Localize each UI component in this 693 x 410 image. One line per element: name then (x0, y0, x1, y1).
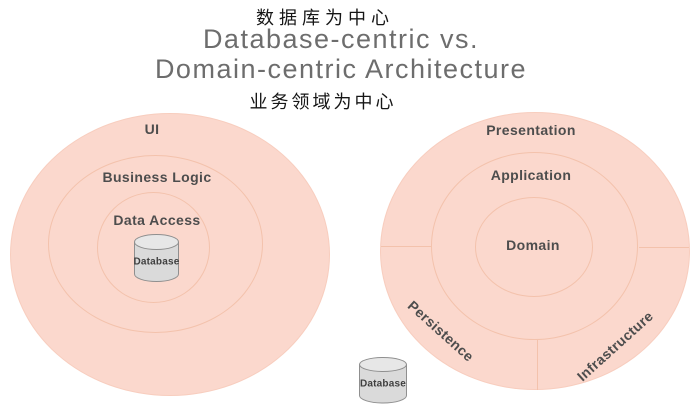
annotation-database-centric-cn: 数据库为中心 (256, 8, 394, 28)
ring-label-business-logic: Business Logic (102, 169, 212, 185)
sector-divider-left (381, 246, 431, 247)
page-title: Database-centric vs. Domain-centric Arch… (155, 24, 527, 84)
ring-label-ui: UI (144, 121, 160, 137)
database-cylinder-shape (134, 234, 179, 282)
database-label: Database (359, 378, 407, 390)
ring-label-domain: Domain (506, 237, 560, 253)
title-line-1: Database-centric vs. (202, 24, 480, 54)
right-inner-ring-domain (475, 197, 593, 297)
database-cylinder-shape (359, 357, 407, 404)
database-cylinder-icon: Database (133, 233, 180, 283)
database-cylinder-icon: Database (358, 356, 408, 404)
database-label: Database (133, 256, 180, 268)
ring-label-application: Application (490, 167, 572, 183)
title-line-2: Domain-centric Architecture (154, 54, 528, 84)
left-middle-ring-business-logic (48, 155, 263, 333)
ring-label-data-access: Data Access (113, 212, 201, 228)
sector-divider-bottom (537, 340, 538, 390)
sector-divider-right (639, 247, 689, 248)
ring-label-presentation: Presentation (486, 122, 576, 138)
annotation-domain-centric-cn: 业务领域为中心 (249, 92, 397, 112)
